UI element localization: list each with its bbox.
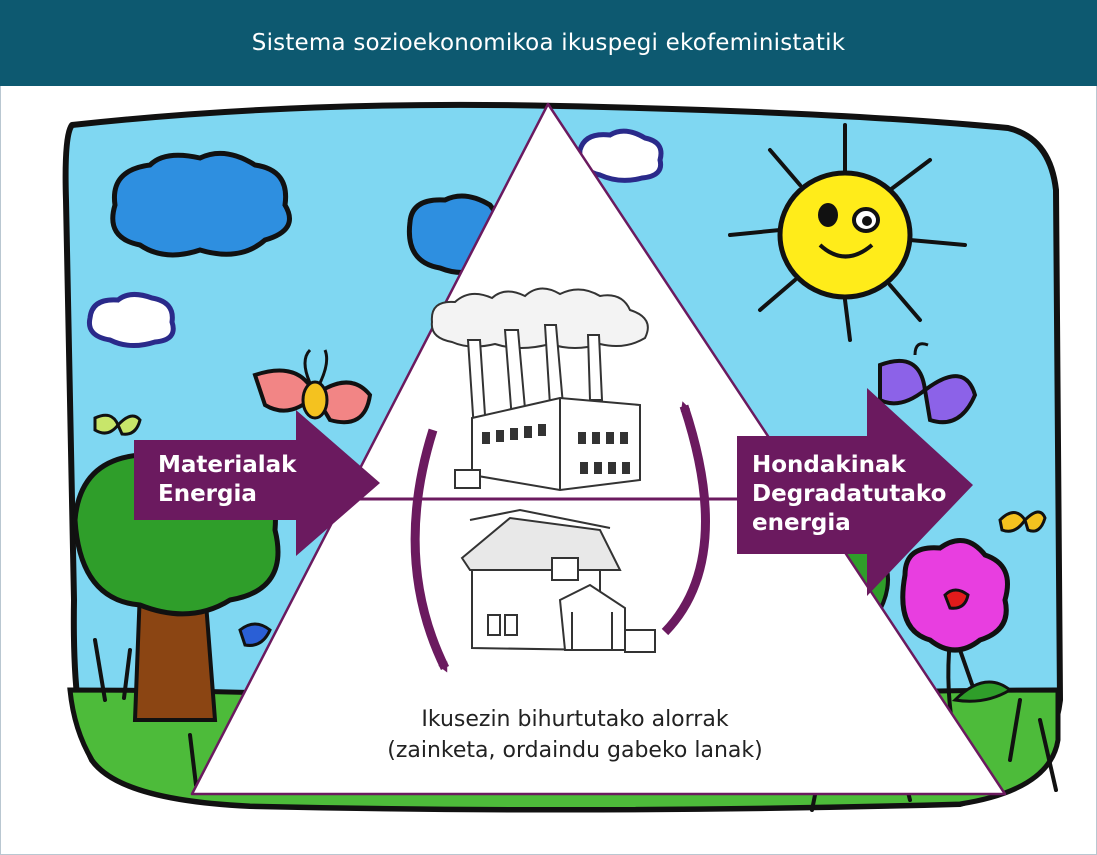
hidden-spheres-line: Ikusezin bihurtutako alorrak: [421, 707, 729, 732]
outputs-arrow: [737, 388, 973, 596]
hidden-spheres-label: Ikusezin bihurtutako alorrak (zainketa, …: [300, 704, 850, 766]
inputs-label: Materialak Energia: [158, 451, 296, 509]
flower-icon: [900, 538, 1013, 741]
inputs-line: Materialak: [158, 452, 297, 478]
outputs-line: energia: [752, 510, 851, 536]
sun-icon: [728, 123, 967, 342]
outputs-label: Hondakinak Degradatutako energia: [752, 451, 946, 538]
page-title: Sistema sozioekonomikoa ikuspegi ekofemi…: [251, 30, 846, 56]
butterfly-icon: [93, 413, 142, 436]
butterfly-icon: [998, 510, 1047, 533]
factory-icon: [430, 287, 649, 492]
cloud-icon: [86, 292, 176, 348]
inputs-arrow: [134, 410, 380, 556]
cloud-icon: [577, 128, 664, 183]
outputs-line: Degradatutako: [752, 481, 947, 507]
right-cycle-arrow: [661, 401, 710, 636]
inputs-line: Energia: [158, 481, 257, 507]
hidden-spheres-line: (zainketa, ordaindu gabeko lanak): [387, 738, 763, 763]
left-cycle-arrow: [410, 428, 450, 673]
outputs-line: Hondakinak: [752, 452, 906, 478]
title-bar: Sistema sozioekonomikoa ikuspegi ekofemi…: [0, 0, 1097, 86]
butterfly-icon: [878, 342, 978, 425]
house-icon: [460, 508, 656, 653]
flower-icon: [238, 622, 272, 647]
butterfly-icon: [252, 348, 373, 425]
cloud-icon: [110, 150, 292, 258]
